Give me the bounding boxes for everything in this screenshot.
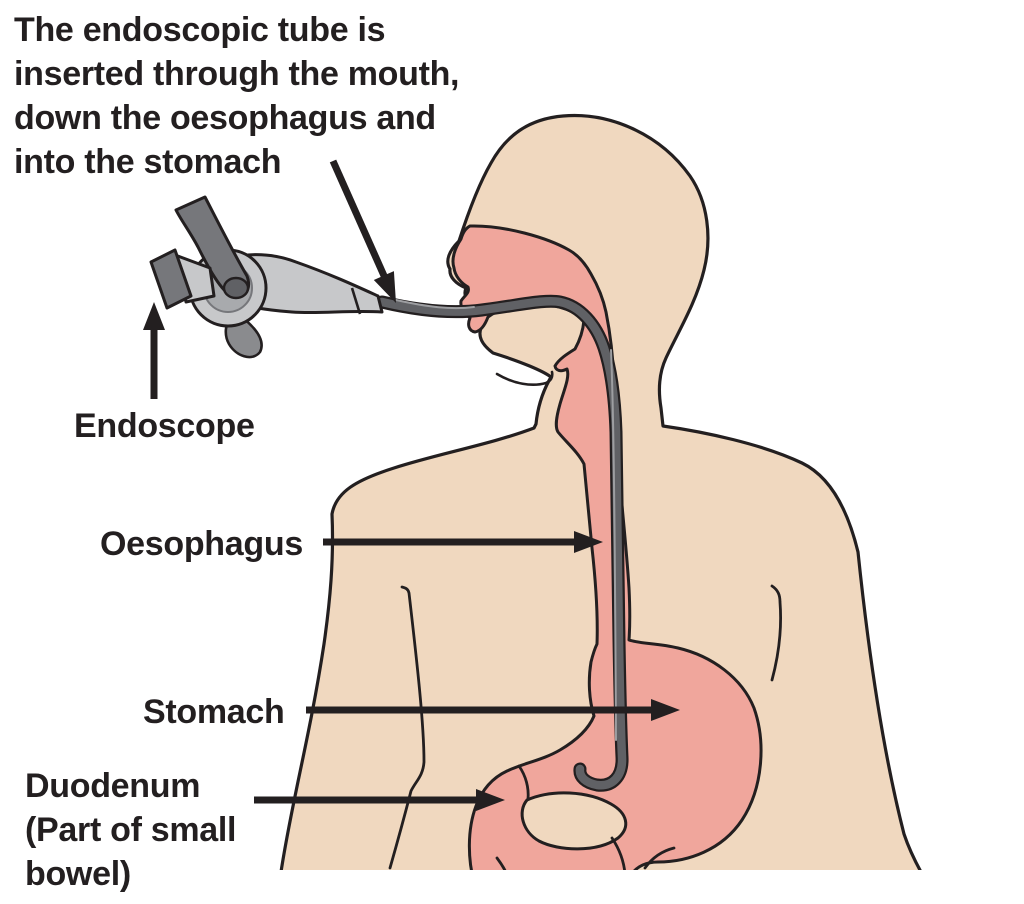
annotation-line-4: into the stomach [14, 143, 282, 181]
duodenum-loop-opening [520, 791, 628, 851]
label-endoscope: Endoscope [74, 407, 255, 445]
arrows [143, 159, 680, 811]
label-oesophagus: Oesophagus [100, 525, 303, 563]
endoscope-tube [375, 294, 629, 792]
duodenum-line-2: (Part of small [25, 811, 237, 849]
label-duodenum: Duodenum (Part of small bowel) [25, 764, 237, 896]
annotation-arrow-head [373, 271, 396, 303]
tract-mouth-oesophagus-stomach-duodenum [451, 224, 763, 884]
label-stomach: Stomach [143, 693, 285, 731]
duodenum-line-3: bowel) [25, 855, 131, 893]
pylorus-line [517, 764, 530, 801]
tube-core [377, 296, 627, 790]
annotation-line-2: inserted through the mouth, [14, 55, 460, 93]
stomach-arrow-head [651, 699, 680, 721]
annotation-arrow-shaft [329, 159, 389, 280]
annotation-line-1: The endoscopic tube is [14, 11, 386, 49]
annotation-endoscopic-tube: The endoscopic tube is inserted through … [14, 8, 460, 184]
duodenum-line-1: Duodenum [25, 767, 201, 805]
eyepiece-cup [149, 248, 193, 310]
duodenum-fold-line-2 [643, 846, 676, 870]
bottom-crop-mask [0, 870, 1024, 904]
left-arm-crease-line [388, 585, 426, 870]
right-arm-crease-line [770, 584, 783, 682]
digestive-tract [451, 224, 763, 884]
device-segment-line [350, 287, 362, 315]
duodenum-arrow-head [476, 789, 505, 811]
cable-end-cap [222, 276, 250, 300]
endoscope-device [149, 195, 384, 359]
tube-highlight-vertical [610, 349, 617, 741]
endoscope-arrow-head [143, 302, 165, 330]
jaw-neck-line [495, 370, 554, 386]
oesophagus-arrow-head [574, 531, 603, 553]
annotation-line-3: down the oesophagus and [14, 99, 436, 137]
tube-highlight-horizontal [395, 299, 475, 310]
